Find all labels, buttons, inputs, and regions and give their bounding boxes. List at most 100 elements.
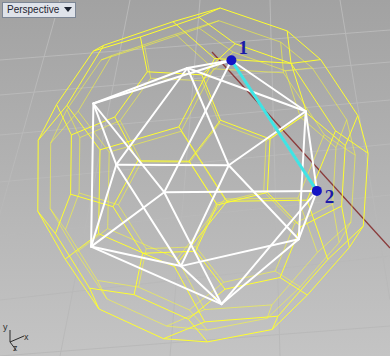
wire-edge xyxy=(113,207,143,254)
wire-isocurve xyxy=(145,28,200,46)
selected-edge xyxy=(231,60,316,191)
wire-isocurve xyxy=(181,69,214,132)
wire-isocurve xyxy=(312,68,346,120)
wire-isocurve xyxy=(281,42,313,68)
wire-edge xyxy=(321,60,358,116)
wire-isocurve xyxy=(275,271,300,287)
callout-number: 1 xyxy=(238,38,248,58)
wire-edge xyxy=(189,120,221,161)
axis-label: z xyxy=(13,343,18,353)
wire-isocurve xyxy=(207,318,267,330)
wire-edge xyxy=(220,8,287,31)
wire-isocurve xyxy=(199,28,233,52)
wire-isocurve xyxy=(118,205,146,249)
wire-isocurve xyxy=(336,120,347,148)
truncated-icosahedron-wireframe xyxy=(38,8,368,342)
wire-isocurve xyxy=(220,123,267,141)
wire-edge xyxy=(134,295,188,320)
icosa-edge xyxy=(187,68,305,111)
wire-edge xyxy=(38,211,56,233)
wire-edge xyxy=(205,316,278,322)
wire-edge xyxy=(342,146,346,206)
wire-edge xyxy=(267,192,300,226)
wire-edge xyxy=(38,105,56,141)
icosa-edge xyxy=(181,266,222,304)
wire-edge xyxy=(278,260,328,317)
wire-isocurve xyxy=(189,310,207,330)
wire-isocurve xyxy=(66,193,80,230)
icosa-edge xyxy=(187,68,228,165)
wire-edge xyxy=(99,309,164,339)
wire-edge xyxy=(179,127,227,202)
wire-isocurve xyxy=(51,110,67,144)
wire-isocurve xyxy=(272,253,318,305)
wire-isocurve xyxy=(264,141,266,191)
wire-edge xyxy=(90,288,99,309)
icosa-edge xyxy=(93,68,187,104)
icosa-edge xyxy=(181,239,299,266)
x-axis-line xyxy=(212,52,390,248)
wire-edge xyxy=(287,31,321,60)
icosa-edge xyxy=(116,164,228,167)
dropdown-arrow-shape xyxy=(64,7,72,12)
wire-edge xyxy=(67,105,100,150)
wire-isocurve xyxy=(267,305,272,318)
dropdown-arrow xyxy=(64,7,72,12)
wire-edge xyxy=(90,288,135,295)
wire-edge xyxy=(55,194,70,234)
icosa-edge xyxy=(91,247,221,305)
wire-isocurve xyxy=(351,155,355,222)
wire-edge xyxy=(55,234,89,289)
point-marker xyxy=(226,55,236,65)
wire-isocurve xyxy=(196,203,216,246)
icosa-edge xyxy=(93,60,231,103)
wire-isocurve xyxy=(190,123,220,162)
wire-edge xyxy=(113,161,138,207)
wire-isocurve xyxy=(107,299,167,326)
wire-edge xyxy=(199,17,235,44)
wire-edge xyxy=(221,120,271,139)
wire-isocurve xyxy=(177,199,225,259)
wire-edge xyxy=(57,105,72,135)
icosa-edge xyxy=(116,68,187,165)
wire-isocurve xyxy=(51,111,78,143)
wire-edge xyxy=(272,316,278,329)
wire-edge xyxy=(104,22,173,46)
icosahedron-edges xyxy=(91,60,317,304)
icosa-edge xyxy=(164,191,317,192)
wire-isocurve xyxy=(50,143,52,209)
wire-edge xyxy=(93,37,140,51)
viewport-title: Perspective xyxy=(2,2,76,18)
icosa-edge xyxy=(91,104,93,247)
wire-isocurve xyxy=(145,46,151,78)
wire-edge xyxy=(291,63,336,131)
wire-edge xyxy=(188,319,207,342)
wire-isocurve xyxy=(285,71,300,118)
wire-edge xyxy=(164,339,208,342)
viewport-title-text: Perspective xyxy=(7,4,59,15)
wire-edge xyxy=(272,295,307,330)
wire-isocurve xyxy=(66,230,98,281)
wire-edge xyxy=(207,330,272,342)
wire-isocurve xyxy=(347,120,356,155)
wire-edge xyxy=(363,153,368,226)
wire-isocurve xyxy=(300,243,339,287)
axis-label-text: z xyxy=(13,343,18,353)
axis-label-text: x xyxy=(24,332,29,342)
icosa-edge xyxy=(91,192,164,246)
callout-number-text: 2 xyxy=(325,186,335,207)
wire-edge xyxy=(287,31,291,63)
wire-edge xyxy=(342,206,350,248)
axis-label: y xyxy=(3,322,8,332)
point-marker xyxy=(312,186,322,196)
wire-isocurve xyxy=(50,209,65,230)
wire-edge xyxy=(199,8,220,17)
icosa-edge xyxy=(187,60,231,68)
wire-isocurve xyxy=(285,68,312,71)
wire-isocurve xyxy=(216,192,263,204)
wire-isocurve xyxy=(67,110,80,138)
callout-number: 2 xyxy=(325,187,335,207)
wire-isocurve xyxy=(79,138,81,193)
